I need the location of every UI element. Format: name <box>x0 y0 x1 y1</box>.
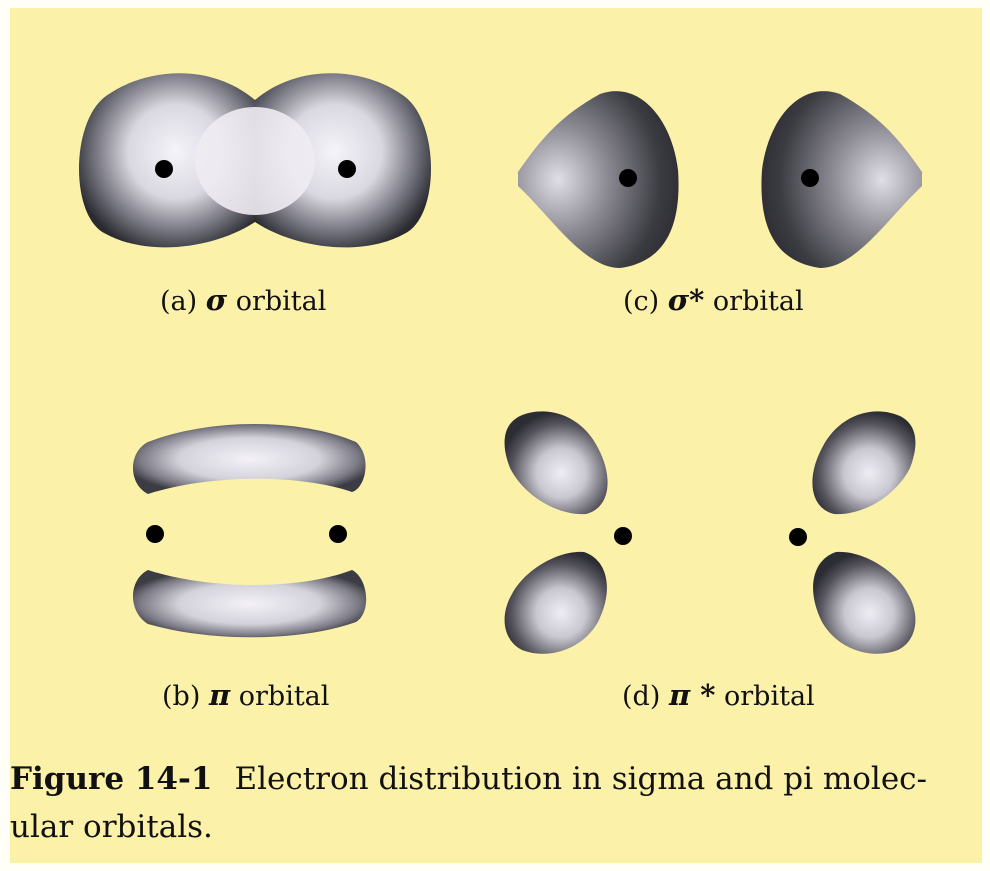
label-suffix: orbital <box>715 681 814 712</box>
nucleus-dot <box>614 527 632 545</box>
caption-line-1: Figure 14-1 Electron distribution in sigm… <box>10 755 970 803</box>
label-suffix: orbital <box>230 681 329 712</box>
sigma-orbital <box>79 73 431 247</box>
pi-star-lobe-lower-right <box>813 552 915 654</box>
sigma-star-symbol: σ* <box>668 283 705 317</box>
pi-star-lobe-upper-right <box>812 411 915 514</box>
pi-orbital <box>133 424 366 637</box>
label-prefix: (d) <box>622 681 669 712</box>
sigma-star-orbital <box>518 91 922 268</box>
sigma-star-lobe-right <box>761 91 922 268</box>
pi-lobe-upper <box>133 424 366 494</box>
figure-caption: Figure 14-1 Electron distribution in sigm… <box>10 755 970 851</box>
label-sigma-star-orbital: (c) σ* orbital <box>623 283 804 317</box>
pi-star-lobe-lower-left <box>505 552 607 654</box>
pi-lobe-lower <box>133 570 366 637</box>
pi-star-lobe-upper-left <box>505 411 608 514</box>
label-suffix: orbital <box>704 286 803 317</box>
nucleus-dot <box>155 160 173 178</box>
pi-star-symbol: π * <box>669 678 716 712</box>
nucleus-dot <box>789 528 807 546</box>
nucleus-dot <box>619 169 637 187</box>
sigma-star-lobe-left <box>518 91 679 268</box>
label-prefix: (c) <box>623 286 668 317</box>
nucleus-dot <box>329 525 347 543</box>
nucleus-dot <box>801 169 819 187</box>
sigma-center <box>195 107 315 215</box>
label-prefix: (a) <box>160 286 206 317</box>
label-pi-star-orbital: (d) π * orbital <box>622 678 815 712</box>
sigma-symbol: σ <box>206 283 227 317</box>
pi-star-orbital <box>505 411 916 653</box>
label-pi-orbital: (b) π orbital <box>162 678 329 712</box>
label-prefix: (b) <box>162 681 209 712</box>
pi-symbol: π <box>209 678 230 712</box>
figure-number: Figure 14-1 <box>10 761 212 797</box>
nucleus-dot <box>146 525 164 543</box>
caption-line-2: ular orbitals. <box>10 803 970 851</box>
label-suffix: orbital <box>227 286 326 317</box>
label-sigma-orbital: (a) σ orbital <box>160 283 326 317</box>
caption-text-1: Electron distribution in sigma and pi mo… <box>234 761 927 797</box>
nucleus-dot <box>338 160 356 178</box>
